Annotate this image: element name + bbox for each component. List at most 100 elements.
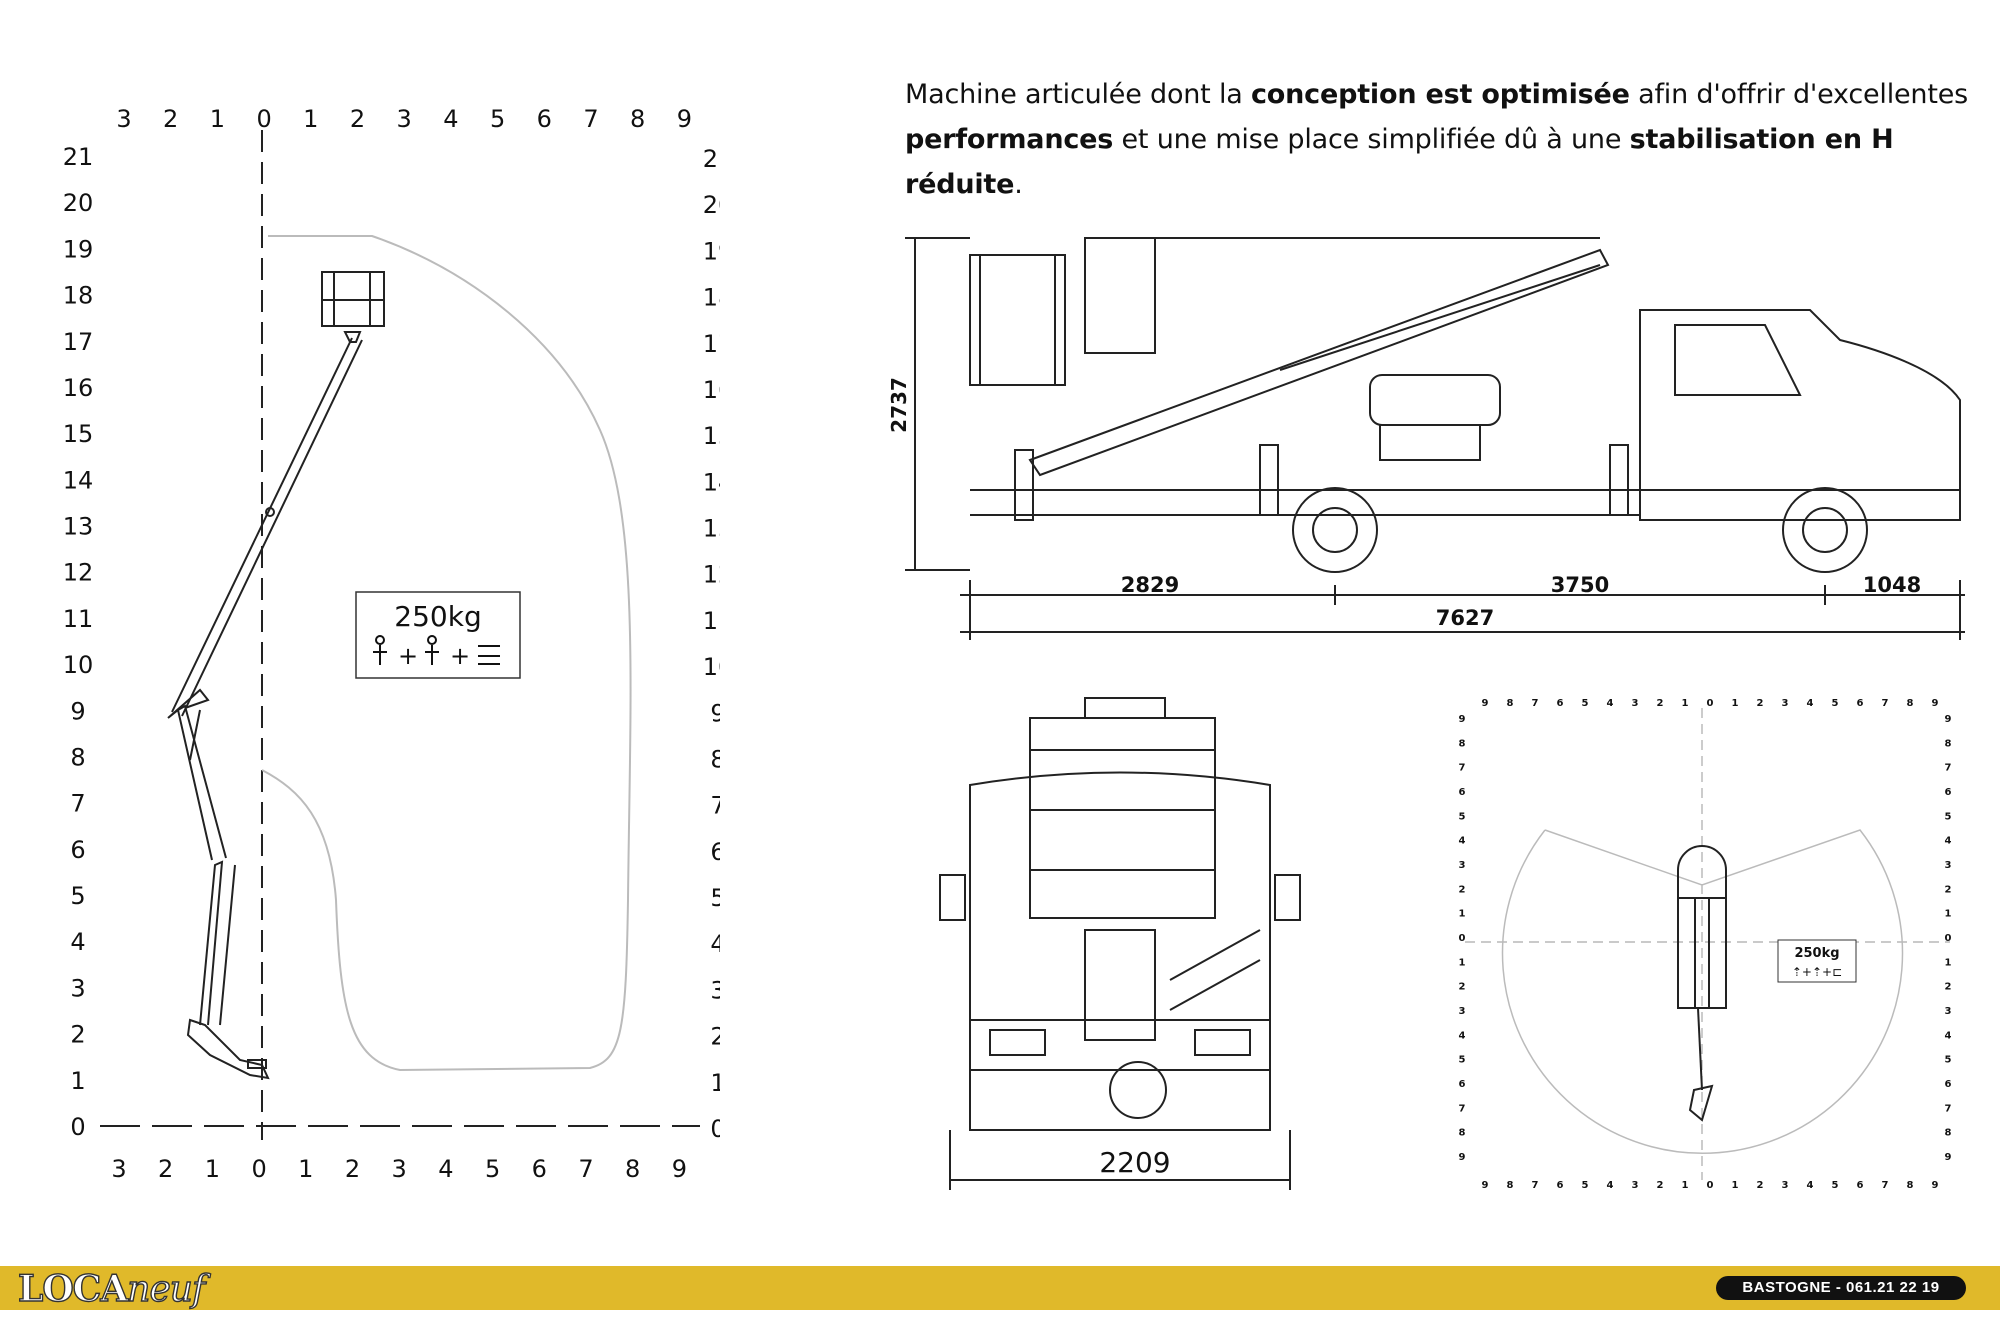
reach-y-tick: 14 <box>63 466 94 494</box>
reach-load-label: 250kg <box>394 600 481 633</box>
reach-y-tick: 18 <box>703 284 720 312</box>
svg-text:+: + <box>398 642 418 670</box>
top-view-tick: 3 <box>1459 860 1466 871</box>
reach-y-tick: 20 <box>63 189 94 217</box>
top-view-tick: 6 <box>1557 698 1564 709</box>
reach-x-tick: 8 <box>630 105 645 133</box>
reach-y-tick: 21 <box>703 145 720 173</box>
intro-part-4: et une mise place simplifiée dû à une <box>1113 124 1630 155</box>
reach-y-tick: 4 <box>70 928 85 956</box>
reach-y-tick: 7 <box>710 792 720 820</box>
top-view-tick: 5 <box>1582 1180 1589 1191</box>
reach-y-tick: 10 <box>63 651 94 679</box>
intro-part-1: conception est optimisée <box>1250 79 1630 110</box>
top-view-tick: 5 <box>1582 698 1589 709</box>
reach-x-tick: 2 <box>350 105 365 133</box>
top-view-tick: 9 <box>1945 1152 1952 1163</box>
top-view-tick: 6 <box>1945 1079 1952 1090</box>
top-view-tick: 7 <box>1459 1103 1466 1114</box>
top-load-label: 250kg <box>1794 946 1839 961</box>
top-view-tick: 7 <box>1532 1180 1539 1191</box>
reach-x-tick: 7 <box>583 105 598 133</box>
reach-x-tick: 3 <box>397 105 412 133</box>
top-view-tick: 8 <box>1507 698 1514 709</box>
top-view-tick: 1 <box>1682 698 1689 709</box>
top-view-tick: 4 <box>1459 836 1466 847</box>
top-view-tick: 6 <box>1857 1180 1864 1191</box>
reach-y-tick: 11 <box>63 605 94 633</box>
reach-y-tick: 7 <box>70 790 85 818</box>
top-view-tick: 2 <box>1945 982 1952 993</box>
top-view-tick: 7 <box>1882 1180 1889 1191</box>
top-view-tick: 8 <box>1945 1128 1952 1139</box>
logo-bold-part: LOCA <box>17 1268 129 1310</box>
top-view-tick: 4 <box>1807 1180 1814 1191</box>
reach-envelope <box>261 235 632 1072</box>
reach-y-tick: 0 <box>710 1115 720 1143</box>
reach-y-tick: 8 <box>710 745 720 773</box>
side-dim-front: 1048 <box>1863 573 1921 597</box>
reach-y-tick: 2 <box>70 1021 85 1049</box>
intro-part-0: Machine articulée dont la <box>905 79 1251 110</box>
top-view-tick: 9 <box>1482 1180 1489 1191</box>
top-view-tick: 3 <box>1459 1006 1466 1017</box>
reach-y-tick: 19 <box>703 237 720 265</box>
reach-x-tick: 1 <box>210 105 225 133</box>
top-view-tick: 9 <box>1945 714 1952 725</box>
top-view-tick: 4 <box>1607 1180 1614 1191</box>
reach-x-tick: 3 <box>116 105 131 133</box>
reach-y-tick: 6 <box>710 838 720 866</box>
top-view-tick: 3 <box>1945 860 1952 871</box>
top-view-tick: 7 <box>1882 698 1889 709</box>
top-view-tick: 4 <box>1945 836 1952 847</box>
top-view-tick: 1 <box>1459 909 1466 920</box>
side-dim-rear: 2829 <box>1121 573 1179 597</box>
reach-y-tick: 10 <box>703 653 720 681</box>
top-view-tick: 2 <box>1459 982 1466 993</box>
top-view-tick: 7 <box>1945 763 1952 774</box>
side-dim-total: 7627 <box>1436 606 1494 630</box>
reach-x-tick: 1 <box>303 105 318 133</box>
reach-y-tick: 0 <box>70 1113 85 1141</box>
reach-x-tick: 2 <box>345 1155 360 1183</box>
top-view-tick: 8 <box>1907 698 1914 709</box>
reach-y-tick: 9 <box>710 699 720 727</box>
reach-x-tick: 6 <box>532 1155 547 1183</box>
top-view-tick: 3 <box>1782 1180 1789 1191</box>
top-view-tick: 3 <box>1632 698 1639 709</box>
reach-y-tick: 5 <box>710 884 720 912</box>
reach-x-tick: 0 <box>251 1155 266 1183</box>
reach-y-tick: 17 <box>703 330 720 358</box>
top-machine-outline <box>1677 845 1727 1122</box>
top-view-tick: 1 <box>1732 698 1739 709</box>
svg-text:+: + <box>450 642 470 670</box>
reach-y-tick: 1 <box>70 1067 85 1095</box>
reach-person-icons: + + <box>373 635 500 670</box>
top-view-tick: 6 <box>1459 1079 1466 1090</box>
reach-x-tick: 5 <box>485 1155 500 1183</box>
top-view-tick: 9 <box>1932 1180 1939 1191</box>
reach-y-tick: 8 <box>70 743 85 771</box>
intro-part-6: . <box>1014 169 1023 200</box>
rear-width-label: 2209 <box>1099 1146 1170 1179</box>
intro-part-2: afin d'offrir d'excellentes <box>1629 79 1969 110</box>
intro-part-3: performances <box>905 124 1114 155</box>
top-view-tick: 4 <box>1945 1030 1952 1041</box>
reach-y-tick: 20 <box>703 191 720 219</box>
reach-x-tick: 3 <box>111 1155 126 1183</box>
reach-y-tick: 16 <box>703 376 720 404</box>
side-view-drawing: 2737 2829 3750 1048 7627 <box>887 237 1965 640</box>
top-view-tick: 0 <box>1707 1180 1714 1191</box>
reach-y-tick: 9 <box>70 697 85 725</box>
reach-x-tick: 0 <box>256 105 271 133</box>
top-load-box <box>1777 939 1857 983</box>
top-view-tick: 5 <box>1945 1055 1952 1066</box>
reach-y-tick: 13 <box>63 513 94 541</box>
reach-y-tick: 4 <box>710 930 720 958</box>
reach-y-tick: 5 <box>70 882 85 910</box>
